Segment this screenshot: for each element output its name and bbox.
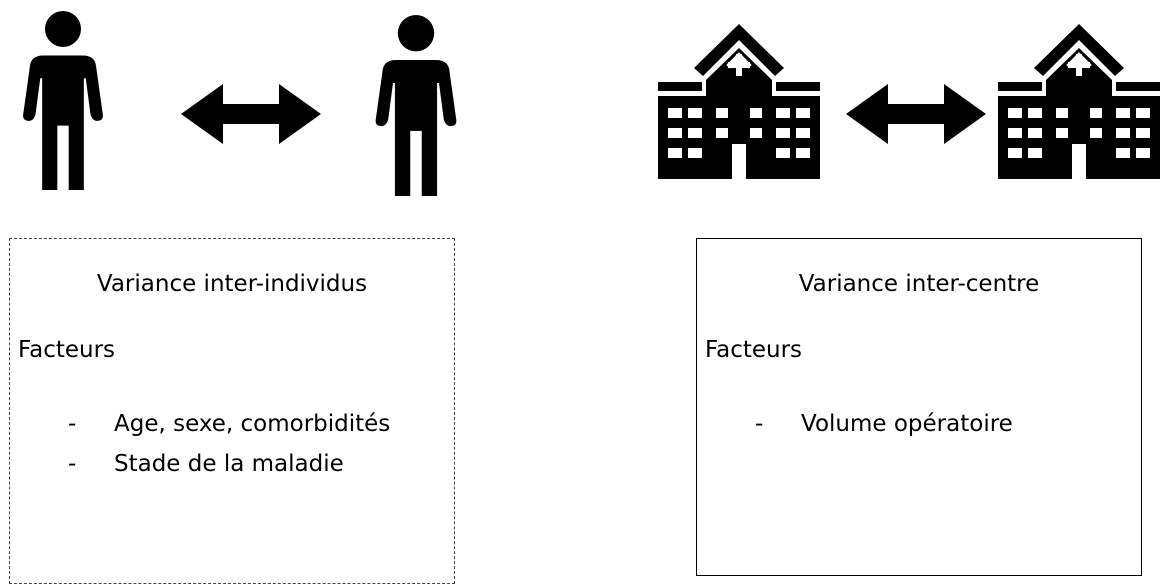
list-dash: - bbox=[68, 451, 77, 477]
factors-heading: Facteurs bbox=[705, 337, 803, 363]
box-title: Variance inter-individus bbox=[96, 271, 368, 297]
hospital-icon bbox=[997, 24, 1161, 179]
inter-individual-variance-box: Variance inter-individus Facteurs - Age,… bbox=[9, 238, 455, 584]
list-dash: - bbox=[68, 411, 77, 437]
factor-text: Stade de la maladie bbox=[114, 451, 344, 477]
factor-item: - Stade de la maladie bbox=[10, 449, 454, 479]
factor-item: - Volume opératoire bbox=[697, 409, 1141, 439]
person-icon bbox=[17, 10, 109, 190]
factor-text: Age, sexe, comorbidités bbox=[114, 411, 391, 437]
double-arrow-icon bbox=[844, 84, 988, 144]
factor-list: - Volume opératoire bbox=[697, 409, 1141, 439]
factor-text: Volume opératoire bbox=[801, 411, 1013, 437]
list-dash: - bbox=[755, 411, 764, 437]
double-arrow-icon bbox=[181, 84, 321, 144]
person-icon bbox=[370, 14, 462, 196]
factors-heading: Facteurs bbox=[18, 337, 116, 363]
box-title: Variance inter-centre bbox=[798, 271, 1040, 297]
factor-item: - Age, sexe, comorbidités bbox=[10, 409, 454, 439]
hospital-icon bbox=[657, 24, 821, 179]
inter-centre-variance-box: Variance inter-centre Facteurs - Volume … bbox=[696, 238, 1142, 576]
factor-list: - Age, sexe, comorbidités - Stade de la … bbox=[10, 409, 454, 479]
